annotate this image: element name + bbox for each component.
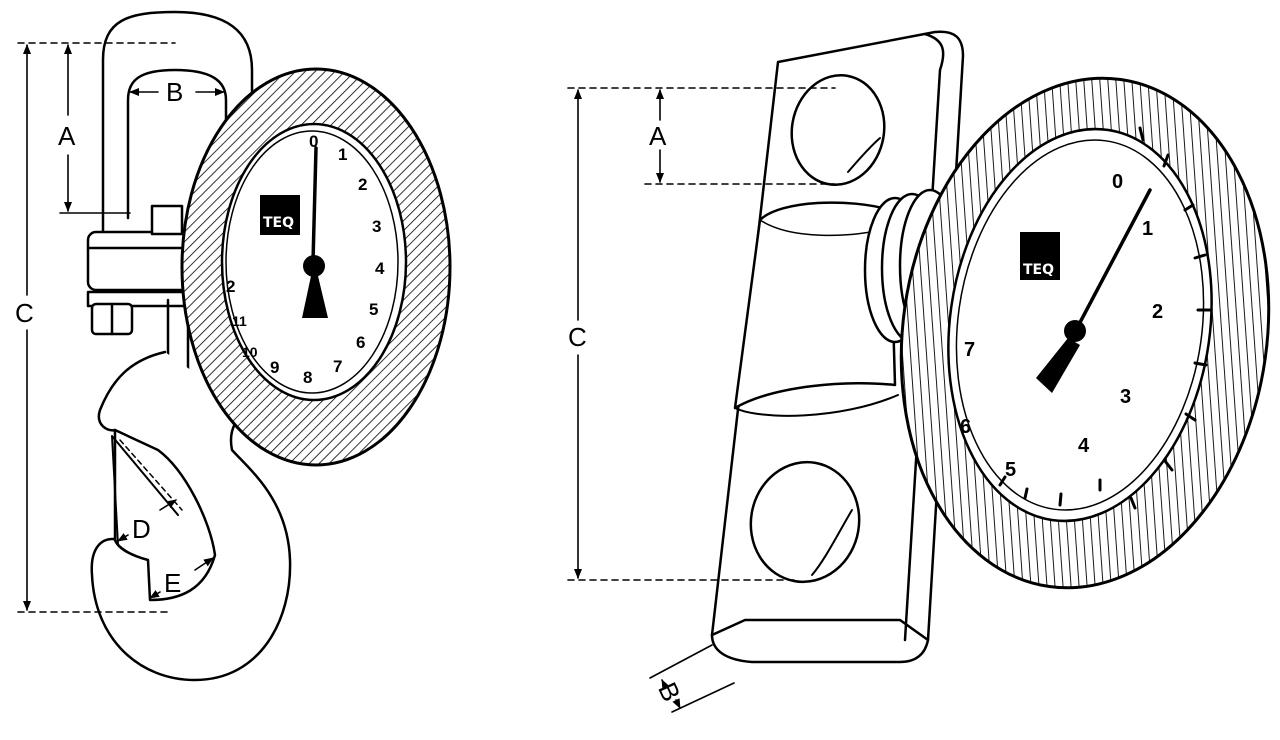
left-dial-number: 5	[369, 300, 378, 319]
load-link-dynamometer-figure	[567, 30, 1271, 713]
left-dim-label-e: E	[164, 568, 181, 598]
load-link-bottom-face	[710, 618, 930, 642]
dial-logo-box	[1020, 232, 1060, 280]
dial-needle-tail	[1036, 338, 1080, 393]
dial-needle-hub	[1064, 320, 1086, 342]
left-dial-number: 2	[358, 175, 367, 194]
left-dial-number: 0	[309, 132, 318, 151]
right-dimension-lines	[567, 87, 836, 713]
right-dial-number: 0	[1112, 171, 1123, 193]
dial-logo-box	[260, 195, 300, 235]
left-dial-number: 1	[338, 145, 347, 164]
left-dim-label-a: A	[58, 121, 76, 151]
hook-throat	[113, 428, 217, 602]
dial-needle	[1074, 188, 1152, 332]
right-dial-number: 3	[1120, 386, 1131, 408]
right-dim-label-c: C	[568, 322, 587, 352]
right-dial-number: 7	[964, 339, 975, 361]
dial-needle-tail	[302, 276, 328, 318]
shackle-eye	[101, 10, 254, 240]
left-dial-number: 10	[242, 344, 258, 360]
load-link-waist	[733, 201, 897, 410]
left-dial-logo-text: TEQ	[263, 215, 294, 231]
left-dial-number: 3	[372, 217, 381, 236]
right-dial-number: 2	[1152, 301, 1163, 323]
right-dial-number: 4	[1078, 435, 1090, 457]
left-dial-numbers: 0 1 2 3 4 5 6 7 8 9 10 11 2	[226, 132, 385, 387]
left-dim-label-b: B	[166, 77, 183, 107]
right-dial-numbers: 0 1 2 3 4 5 6 7	[960, 171, 1163, 481]
left-dial-number: 11	[232, 313, 247, 329]
left-dim-label-d: D	[132, 514, 151, 544]
left-dial-number: 2	[226, 277, 235, 296]
dial-tick-marks	[998, 126, 1212, 510]
dial-needle	[311, 146, 318, 264]
left-dim-label-c: C	[15, 298, 34, 328]
left-dial-number: 6	[356, 333, 365, 352]
right-dial-number: 6	[960, 416, 971, 438]
left-dial-number: 9	[270, 358, 279, 377]
left-dial-number: 4	[375, 259, 385, 278]
hook-crane-scale-figure	[17, 10, 452, 682]
left-dial-number: 7	[333, 357, 342, 376]
right-dial-number: 5	[1005, 459, 1016, 481]
dial-needle-hub	[303, 255, 325, 277]
right-dial-logo-text: TEQ	[1023, 262, 1054, 278]
top-nut	[150, 204, 184, 236]
right-dial-number: 1	[1142, 218, 1153, 240]
left-dial-number: 8	[303, 368, 312, 387]
left-dimension-lines	[17, 42, 225, 613]
lower-pin-hole	[749, 460, 861, 584]
right-dim-label-a: A	[649, 121, 667, 151]
right-dim-label-b: B	[652, 678, 687, 706]
load-link-bar-edge	[903, 32, 945, 642]
